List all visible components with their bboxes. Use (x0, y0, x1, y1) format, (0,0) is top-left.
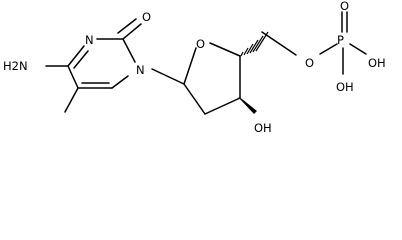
label-carbonyl-o: O (142, 10, 151, 24)
bond-c3p-c2p (204, 97, 241, 115)
bond-c4-c5 (67, 65, 79, 89)
hashed-bond-c4p-c5p (240, 31, 269, 57)
bond-c2-carbonyl (122, 23, 142, 40)
bond-ester-o-p (319, 43, 338, 55)
label-amine: H2N (3, 59, 28, 73)
label-n3: N (85, 33, 94, 47)
label-3p-hydroxyl: OH (254, 121, 272, 135)
label-phosphoryl-o: O (340, 0, 349, 13)
label-p-oh-right: OH (368, 56, 386, 70)
label-p-oh-lower: OH (336, 80, 354, 94)
label-ester-o: O (305, 56, 314, 70)
bond-c5-methyl (64, 87, 79, 113)
label-ring-o: O (196, 37, 205, 51)
bond-o4p-c4p (209, 42, 241, 57)
bond-c1p-o4p (183, 47, 197, 85)
pyrimidine-ring (67, 38, 136, 89)
bond-p-oh-right (349, 43, 367, 55)
deoxyribose-ring (183, 42, 241, 115)
bond-n1-c2 (122, 38, 136, 63)
bond-n3-c4-inner (73, 50, 89, 69)
bond-n1-c1prime (151, 68, 185, 85)
bond-c6-n1 (111, 75, 129, 89)
chemical-structure: H2N N N O O O P O OH OH OH (3, 0, 386, 135)
label-n1: N (136, 63, 145, 77)
bond-c2-carbonyl-double (117, 18, 137, 34)
wedge-bond-3p-oh (238, 97, 257, 114)
label-phosphorus: P (337, 33, 344, 47)
bond-c5p-ester-o (261, 31, 297, 56)
bond-n3-c4 (67, 45, 85, 67)
bond-c2p-c1p (183, 83, 206, 115)
